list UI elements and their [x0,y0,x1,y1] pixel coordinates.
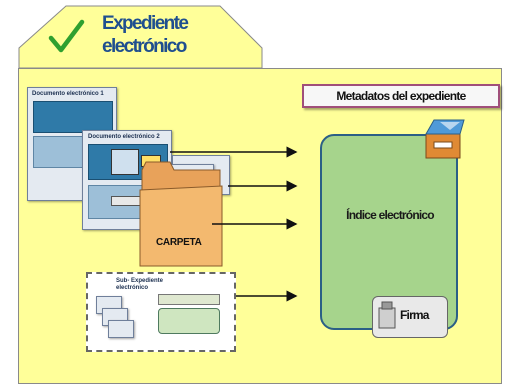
documento-1-title: Documento electrónico 1 [32,91,104,97]
checkmark-icon [48,19,85,53]
sub-expediente-index [158,308,220,334]
sub-expediente-title: Sub- Expediente electrónico [116,278,164,291]
carpeta-folder-icon [139,161,223,267]
sub-doc-3 [108,320,134,338]
documento-1-datos-panel [33,101,113,133]
metadatos-expediente-box: Metadatos del expediente [302,84,500,108]
indice-electronico-label: Índice electrónico [346,208,434,222]
expediente-title: Expediente electrónico [102,13,189,57]
carpeta-label: CARPETA [156,237,202,248]
contenido-block [111,149,139,175]
documento-2-title: Documento electrónico 2 [88,134,160,140]
seal-icon [378,301,396,329]
sub-expediente-box: Sub- Expediente electrónico [86,272,236,352]
sub-expediente-meta [158,294,220,305]
firma-label: Firma [400,308,429,322]
archive-box-icon [425,119,465,159]
